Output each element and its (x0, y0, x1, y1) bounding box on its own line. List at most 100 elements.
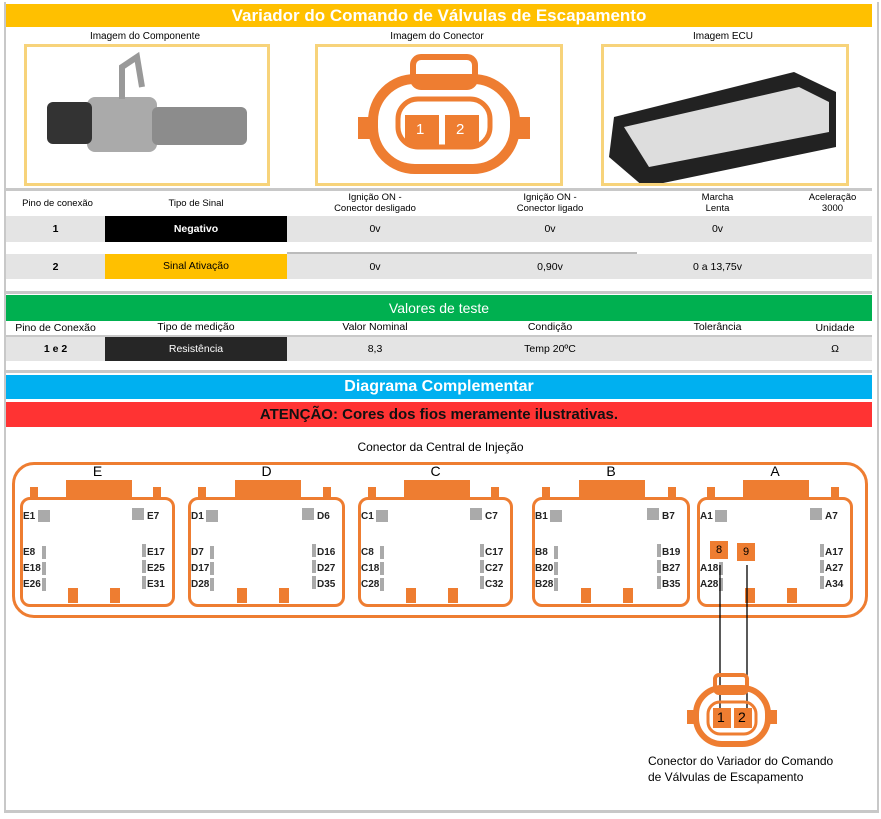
pin-label: C1 (361, 511, 374, 522)
pin-slot (210, 546, 214, 559)
block-key (623, 588, 633, 603)
divider (6, 291, 872, 294)
pin-label: D7 (191, 547, 204, 558)
pin-slot (210, 578, 214, 591)
pin-slot (657, 576, 661, 589)
page-title: Variador do Comando de Válvulas de Escap… (6, 4, 872, 27)
pin-label: C32 (485, 579, 504, 590)
connector-image: 1 2 (315, 44, 563, 186)
component-pin-1: 1 (717, 709, 725, 725)
pin-slot (554, 562, 558, 575)
pin-label: A28 (700, 579, 719, 590)
pin-label: D1 (191, 511, 204, 522)
nominal-value: 8,3 (367, 343, 383, 355)
page-frame (4, 2, 879, 813)
component-image-caption: Imagem do Componente (89, 31, 201, 42)
header-nominal: Valor Nominal (342, 321, 408, 333)
block-tab (323, 487, 331, 499)
table-row: 1 e 2 Resistência 8,3 Temp 20ºC Ω (6, 335, 872, 361)
pin-label: E26 (23, 579, 41, 590)
block-key (787, 588, 797, 603)
block-key (236, 588, 247, 603)
header-idle: Marcha Lenta (701, 192, 734, 214)
pin-slot (380, 546, 384, 559)
pin-label: C8 (361, 547, 374, 558)
block-label: D (261, 463, 272, 479)
ecu-image (601, 44, 849, 187)
pin-label: A18 (700, 563, 719, 574)
pin-slot (647, 508, 659, 520)
signal-type: Negativo (105, 216, 287, 242)
header-pin: Pino de Conexão (15, 322, 96, 334)
block-latch (743, 480, 809, 498)
block-tab (668, 487, 676, 499)
pin-slot (210, 562, 214, 575)
pin-label: A1 (700, 511, 713, 522)
header-condition: Condição (527, 321, 573, 333)
pin-label: E1 (23, 511, 36, 522)
pin-label: D28 (191, 579, 210, 590)
pin-label: D27 (317, 563, 336, 574)
block-label: A (770, 463, 780, 479)
pin-number: 1 (52, 223, 59, 235)
pin-label: B28 (535, 579, 554, 590)
pin-label: D17 (191, 563, 210, 574)
ign-off-value: 0v (369, 261, 381, 273)
block-tab (368, 487, 376, 499)
component-pin-2: 2 (738, 709, 746, 725)
pin-label: A27 (825, 563, 844, 574)
pin-label: B27 (662, 563, 681, 574)
pin-slot (206, 510, 218, 522)
connector-image-caption: Imagem do Conector (390, 31, 484, 42)
pin-slot (302, 508, 314, 520)
pin-label: C27 (485, 563, 504, 574)
pin-slot (657, 560, 661, 573)
pin-label: A17 (825, 547, 844, 558)
pin-slot (312, 576, 316, 589)
header-unit: Unidade (815, 322, 855, 334)
pin-slot (470, 508, 482, 520)
pin-slot (142, 576, 146, 589)
table-row: 1 Negativo 0v 0v 0v (6, 216, 872, 242)
label-line: de Válvulas de Escapamento (648, 770, 804, 784)
block-tab (542, 487, 550, 499)
label-line: Conector do Variador do Comando (648, 754, 834, 768)
pin-label: E25 (147, 563, 165, 574)
block-tab (491, 487, 499, 499)
pin-slot (820, 560, 824, 573)
ign-off-value: 0v (369, 223, 381, 235)
pin-slot (480, 576, 484, 589)
pin-slot (376, 510, 388, 522)
pin-label: B1 (535, 511, 548, 522)
pin-label: E7 (147, 511, 160, 522)
ecu-connector-label: Conector da Central de Injeção (357, 440, 524, 454)
block-latch (65, 480, 132, 498)
pin-slot (42, 562, 46, 575)
pin-slot (142, 544, 146, 557)
connector-pin-1: 1 (416, 121, 425, 138)
pin-slot (719, 578, 723, 591)
header-tolerance: Tolerância (693, 321, 742, 333)
pin-label: C7 (485, 511, 498, 522)
pin-label: E8 (23, 547, 36, 558)
header-pin: Pino de conexão (22, 198, 93, 209)
component-connector: 1 2 (684, 672, 780, 750)
signal-type: Sinal Ativação (105, 254, 287, 279)
block-key (745, 588, 755, 603)
pin-label: B35 (662, 579, 681, 590)
pin-slot (554, 578, 558, 591)
divider (287, 252, 637, 254)
block-latch (403, 480, 470, 498)
pin-slot (480, 544, 484, 557)
test-values-title: Valores de teste (6, 295, 872, 321)
pin-label: E17 (147, 547, 165, 558)
pin-slot (42, 546, 46, 559)
pin-label: B7 (662, 511, 675, 522)
pin-slot (715, 510, 727, 522)
block-label: B (606, 463, 616, 479)
pin-slot (810, 508, 822, 520)
pin-label: B19 (662, 547, 681, 558)
pin-slot (312, 560, 316, 573)
warning-banner: ATENÇÃO: Cores dos fios meramente ilustr… (6, 402, 872, 427)
pin-label: E31 (147, 579, 165, 590)
